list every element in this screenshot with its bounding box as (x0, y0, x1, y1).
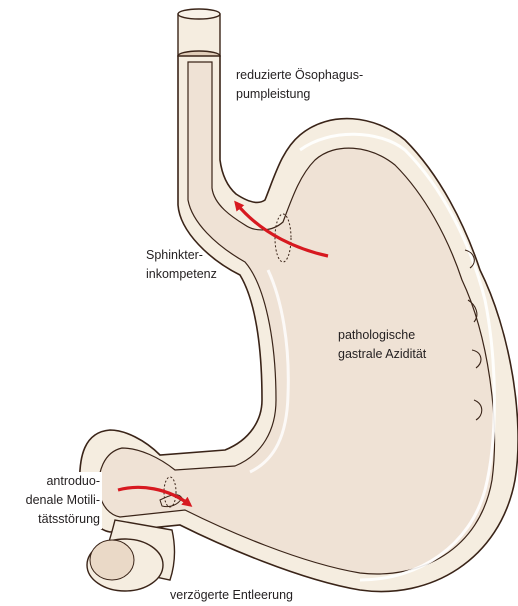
label-esophagus-line1: reduzierte Ösophagus- (236, 66, 363, 85)
label-motility-line1: antroduo- (4, 472, 100, 491)
label-sphincter: Sphinkter- inkompetenz (146, 246, 217, 284)
label-acidity: pathologische gastrale Azidität (338, 326, 426, 364)
label-esophagus-pump: reduzierte Ösophagus- pumpleistung (236, 66, 363, 104)
label-motility-line3: tätsstörung (4, 510, 100, 529)
label-sphincter-line1: Sphinkter- (146, 246, 217, 265)
label-motility: antroduo- denale Motili- tätsstörung (2, 472, 102, 529)
label-acidity-line1: pathologische (338, 326, 426, 345)
label-motility-line2: denale Motili- (4, 491, 100, 510)
label-acidity-line2: gastrale Azidität (338, 345, 426, 364)
label-esophagus-line2: pumpleistung (236, 85, 363, 104)
label-sphincter-line2: inkompetenz (146, 265, 217, 284)
label-emptying: verzögerte Entleerung (170, 586, 293, 605)
esophagus (178, 9, 220, 61)
